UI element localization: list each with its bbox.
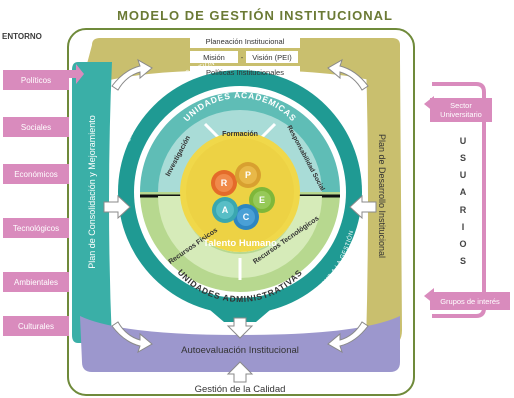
entorno-item-culturales: Culturales [3, 316, 69, 336]
top-band [80, 38, 400, 90]
usuarios-letter: R [459, 204, 467, 215]
corner-arrow-bl [111, 321, 153, 354]
center-circle [180, 132, 300, 252]
politicas-label: Políticas Institucionales [206, 68, 284, 77]
formacion-label: Formación [222, 130, 258, 138]
gear-e-letter: E [258, 195, 265, 205]
entorno-item-ambientales: Ambientales [3, 272, 69, 292]
gear-e [249, 187, 275, 213]
entorno-item-economicos: Económicos [3, 164, 69, 184]
outer-frame [67, 28, 415, 396]
bottom-band [80, 316, 400, 372]
usuarios-letter: I [461, 221, 465, 232]
admin-ring [140, 192, 340, 292]
gear-c [233, 204, 259, 230]
usuarios-letter: U [459, 170, 467, 181]
usuarios-bracket [432, 82, 486, 318]
vision-box [246, 51, 298, 63]
planeacion-box [190, 34, 300, 48]
left-side-arrow [103, 194, 131, 220]
gear-a [212, 197, 238, 223]
right-side-arrow [349, 194, 377, 220]
corner-arrow-br [327, 321, 369, 354]
diagram-title: MODELO DE GESTIÓN INSTITUCIONAL [117, 7, 393, 23]
bottom-band-label: Autoevaluación Institucional [181, 344, 299, 356]
mision-vision-dash: - [240, 52, 244, 62]
usuarios-letter: S [459, 255, 466, 266]
mision-label: Misión [203, 52, 225, 62]
gear-p-letter: P [244, 170, 251, 180]
corner-arrow-tr [327, 58, 369, 91]
admin-inner [158, 196, 322, 278]
entorno-arrow [66, 64, 84, 84]
left-band [72, 62, 112, 343]
sector-universitario-tag: Sector Universitario [430, 98, 492, 122]
academic-inner [158, 110, 322, 192]
usuarios-letter: O [459, 238, 467, 249]
up-arrow [226, 361, 254, 383]
planeacion-label: Planeación Institucional [205, 36, 285, 46]
footer-label: Gestión de la Calidad [194, 383, 286, 395]
usuarios-letter: S [459, 153, 466, 164]
entorno-item-sociales: Sociales [3, 117, 69, 137]
entorno-label: ENTORNO [2, 31, 42, 41]
corner-arrow-tl [111, 58, 153, 91]
talento-humano-label: Talento Humano [203, 237, 277, 249]
academic-ring [140, 92, 340, 192]
gear-a-letter: A [221, 205, 229, 215]
entorno-item-politicos: Políticos [3, 70, 69, 90]
down-arrow [226, 317, 254, 339]
vision-label: Visión (PEI) [252, 52, 292, 62]
usuarios-letters: U S U A R I O S [448, 136, 478, 266]
gear-c-letter: C [242, 212, 250, 222]
gear-p [235, 162, 261, 188]
grupos-interes-tag: Grupos de interés [430, 292, 510, 310]
wheel-pointer [210, 310, 270, 322]
usuarios-letter: U [459, 136, 467, 146]
gear-r [211, 170, 237, 196]
mision-box [190, 51, 238, 63]
gear-r-letter: R [220, 178, 228, 188]
left-band-label: Plan de Consolidación y Mejoramiento [87, 115, 97, 269]
entorno-item-tecnologicos: Tecnológicos [3, 218, 69, 238]
right-band [366, 60, 402, 345]
usuarios-letter: A [459, 187, 467, 198]
right-band-label: Plan de Desarrollo Institucional [377, 133, 387, 259]
